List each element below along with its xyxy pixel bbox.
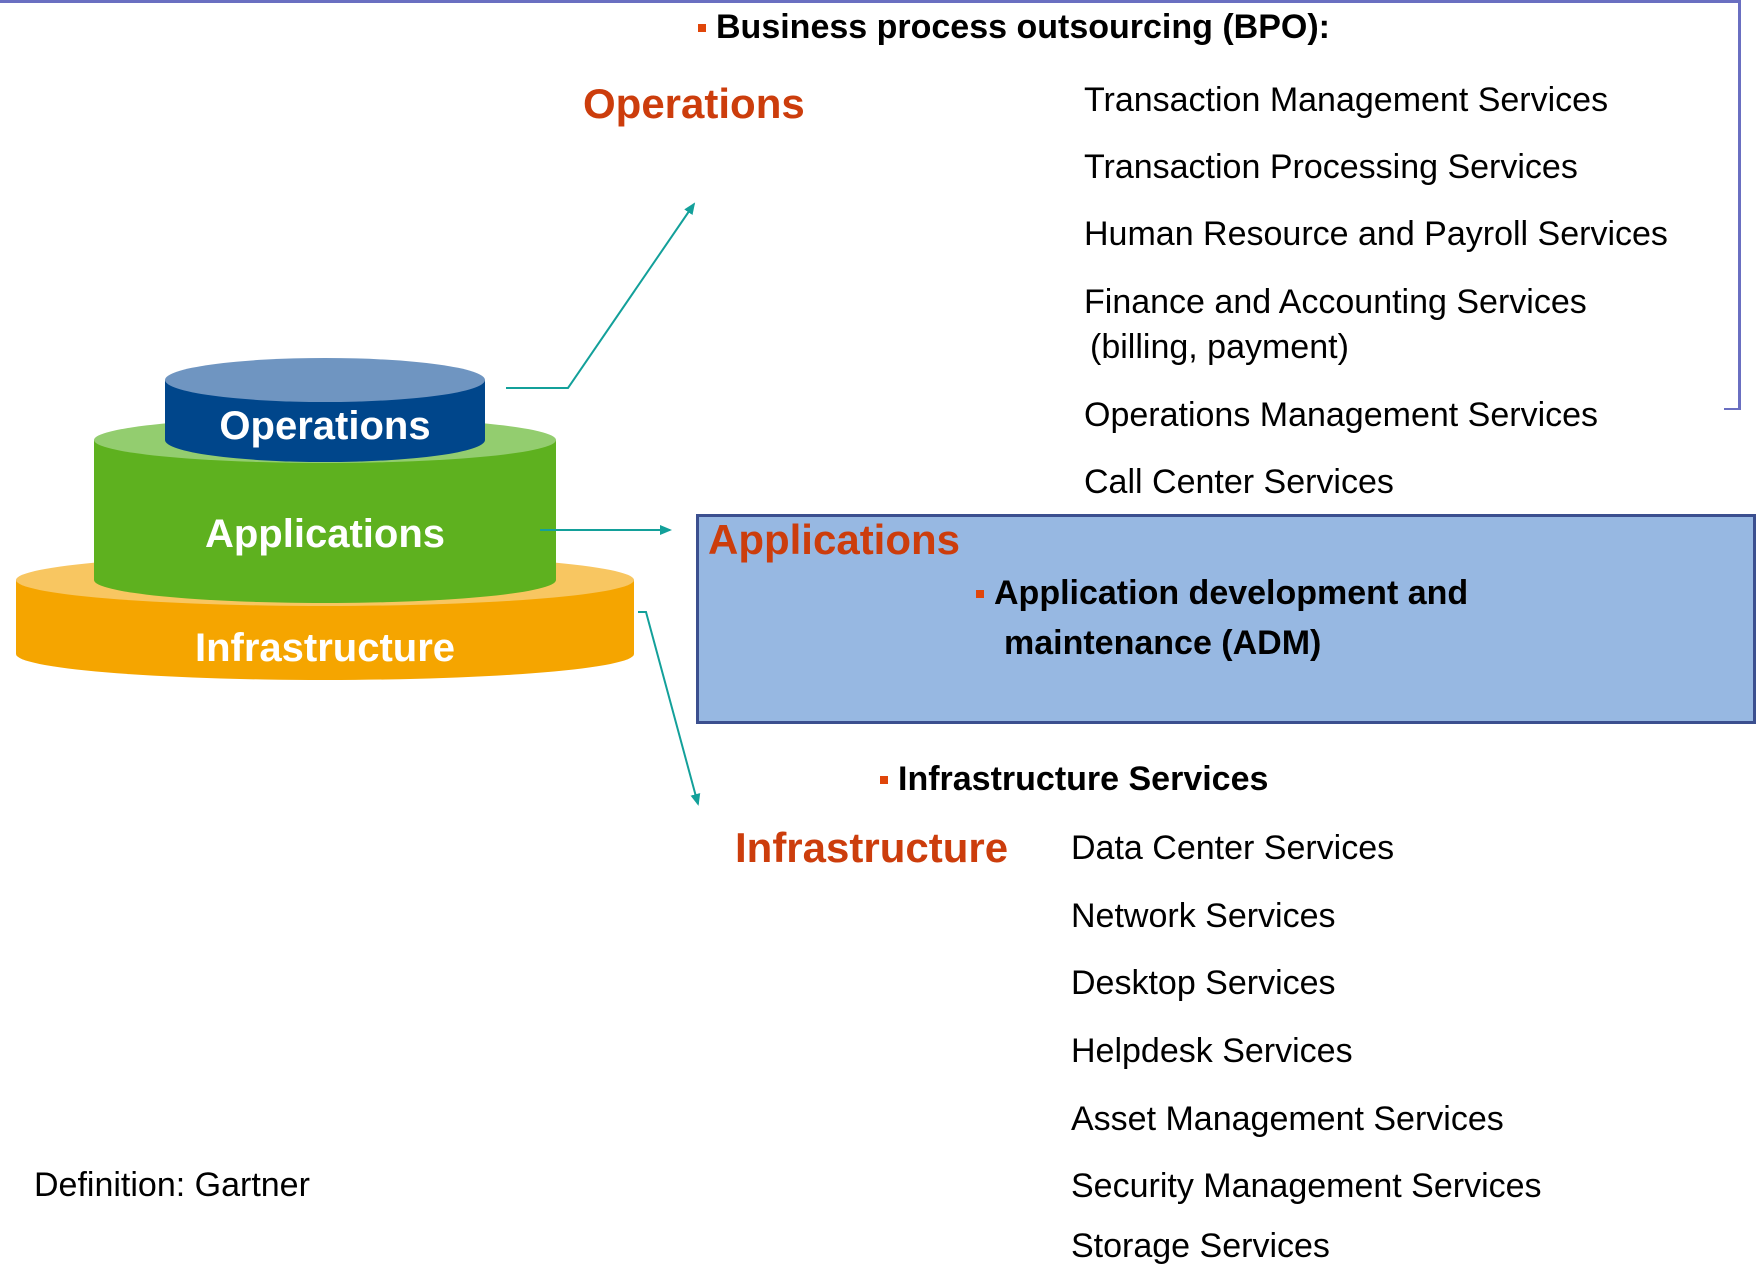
infrastructure-heading: Infrastructure Services (880, 760, 1268, 799)
definition-source: Definition: Gartner (34, 1166, 310, 1204)
operations-arrow (506, 202, 696, 389)
operations-service-item: Call Center Services (1084, 463, 1394, 501)
infrastructure-title: Infrastructure (735, 824, 1009, 871)
operations-title: Operations (583, 80, 805, 127)
infrastructure-service-item: Desktop Services (1071, 964, 1336, 1002)
bullet-icon (976, 590, 984, 598)
operations-service-item: Human Resource and Payroll Services (1084, 215, 1668, 253)
operations-service-item: Transaction Processing Services (1084, 148, 1578, 186)
infrastructure-service-item: Asset Management Services (1071, 1100, 1504, 1138)
infrastructure-arrow (638, 611, 701, 806)
infrastructure-heading-text: Infrastructure Services (898, 760, 1269, 798)
infrastructure-service-item: Security Management Services (1071, 1167, 1542, 1205)
infrastructure-service-item: Data Center Services (1071, 829, 1395, 867)
infrastructure-service-item: Helpdesk Services (1071, 1032, 1353, 1070)
infrastructure-service-item: Storage Services (1071, 1227, 1330, 1265)
applications-title: Applications (708, 516, 961, 563)
bpo-heading-text: Business process outsourcing (BPO): (716, 8, 1330, 46)
adm-heading-line1: Application development and (976, 574, 1468, 613)
stack-operations-label: Operations (219, 404, 431, 448)
operations-service-item: Transaction Management Services (1084, 81, 1609, 119)
operations-layer (165, 358, 485, 462)
frame-right-tick (1724, 408, 1740, 410)
adm-heading-line2: maintenance (ADM) (1004, 624, 1322, 662)
bullet-icon (698, 24, 706, 32)
operations-service-item: Finance and Accounting Services (1084, 283, 1587, 321)
operations-service-item-note: (billing, payment) (1090, 328, 1349, 366)
bpo-heading: Business process outsourcing (BPO): (698, 8, 1330, 47)
infrastructure-service-item: Network Services (1071, 897, 1336, 935)
frame-top-line (0, 0, 1740, 3)
operations-service-item: Operations Management Services (1084, 396, 1599, 434)
stack-infrastructure-label: Infrastructure (194, 626, 456, 670)
stack-applications-label: Applications (204, 512, 446, 556)
adm-heading-text: Application development and (994, 574, 1469, 612)
bullet-icon (880, 776, 888, 784)
applications-box (696, 514, 1756, 724)
frame-right-line (1738, 0, 1741, 410)
